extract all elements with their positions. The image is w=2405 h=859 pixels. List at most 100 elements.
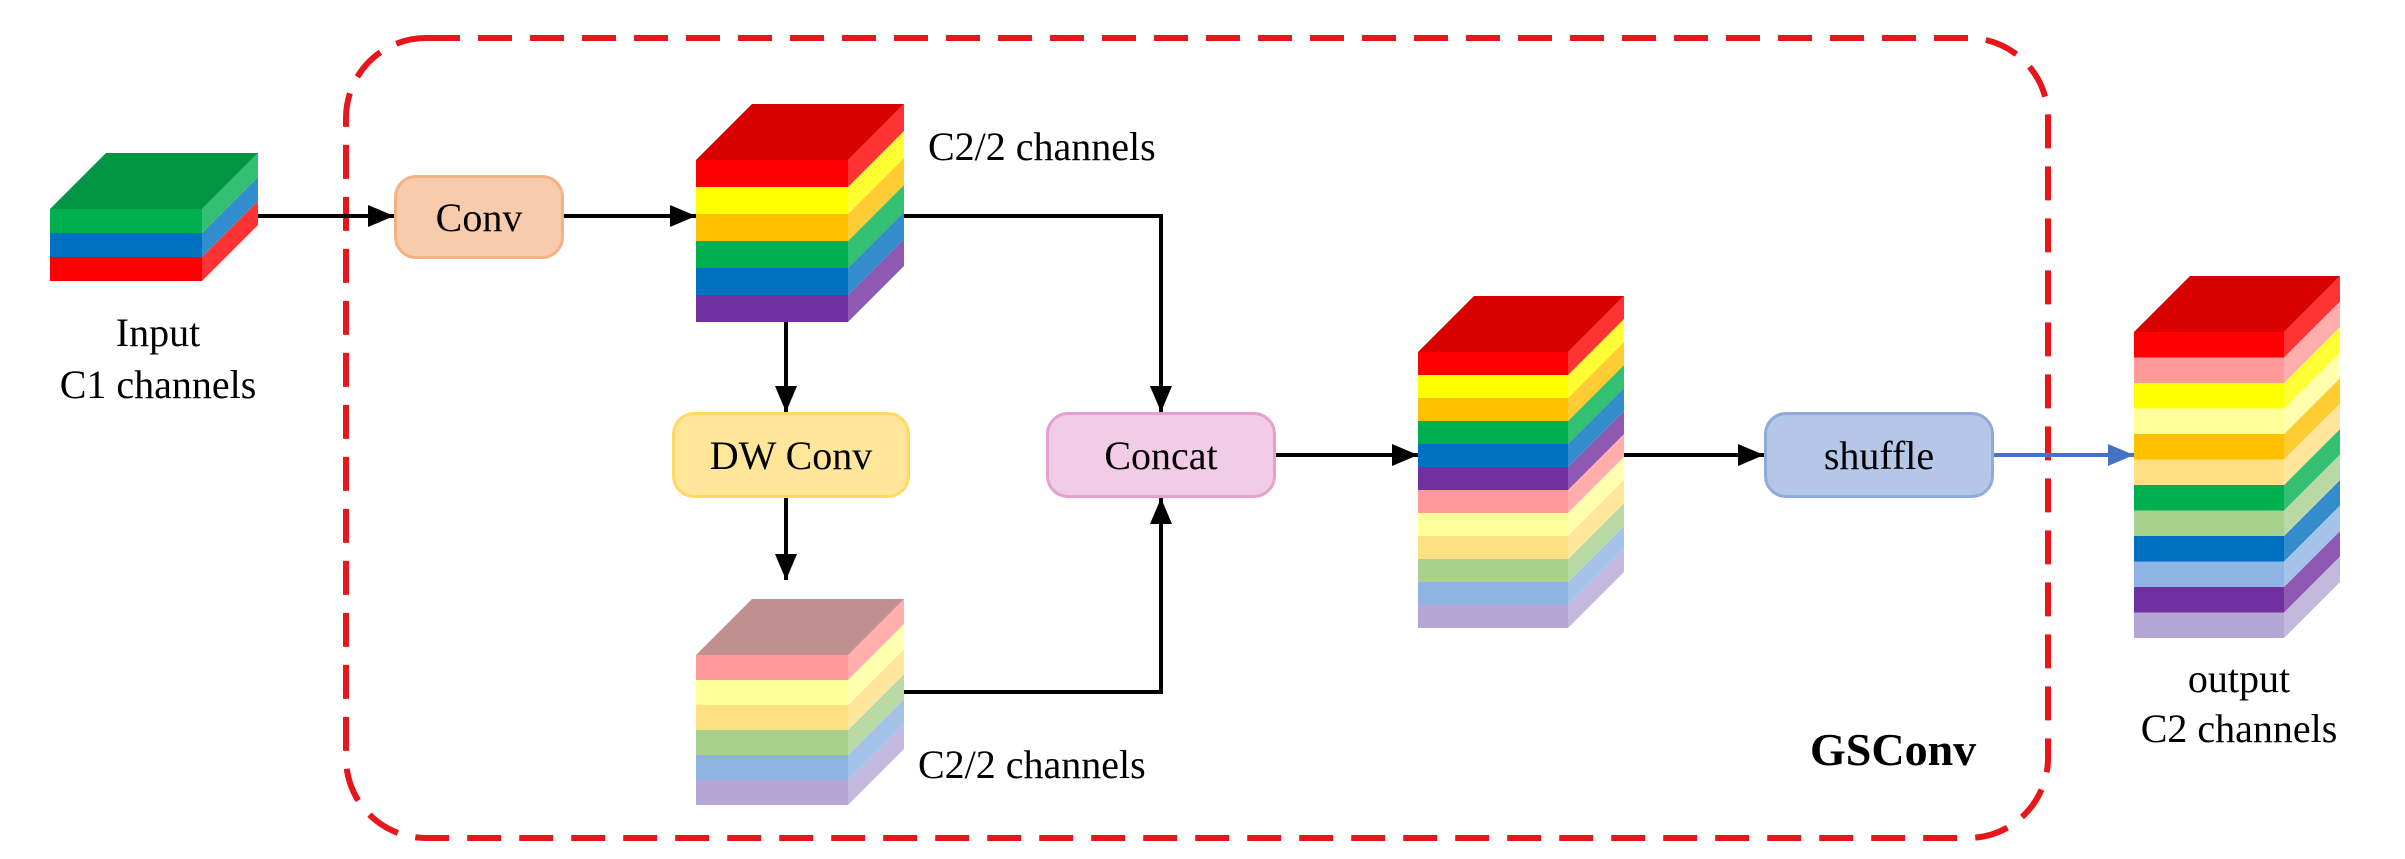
output-title: output	[2187, 656, 2291, 701]
dw-output-tensor-side-2	[848, 674, 904, 755]
output-tensor-layer-0	[2134, 612, 2284, 638]
concat-output-tensor-layer-11	[1418, 352, 1568, 375]
concat-output-tensor-layer-5	[1418, 490, 1568, 513]
concat-output-tensor-side-6	[1568, 411, 1624, 490]
dw-output-tensor-layer-4	[696, 680, 848, 705]
input-subtitle: C1 channels	[59, 362, 257, 407]
output-tensor-layer-7	[2134, 434, 2284, 460]
gsconv-module-frame	[343, 35, 2051, 841]
output-tensor-side-9	[2284, 327, 2340, 409]
output-tensor-side-3	[2284, 480, 2340, 562]
conv-output-tensor-layer-1	[696, 268, 848, 295]
arrow-conv-to-tensor-head	[670, 205, 696, 227]
output-tensor-side-6	[2284, 403, 2340, 485]
concat-output-tensor-top-face	[1418, 296, 1624, 352]
output-tensor-layer-2	[2134, 561, 2284, 587]
dw-output-tensor-layer-2	[696, 730, 848, 755]
output-tensor-layer-4	[2134, 510, 2284, 536]
conv-output-tensor-side-4	[848, 131, 904, 214]
dw-output-tensor-top-face	[696, 599, 904, 655]
dw-output-tensor-layer-0	[696, 780, 848, 805]
concat-output-tensor-side-3	[1568, 480, 1624, 559]
output-tensor-top-face	[2134, 276, 2340, 332]
concat-block: Concat	[1046, 412, 1276, 498]
flow-arrows	[258, 205, 2134, 694]
dw-output-tensor-side-0	[848, 724, 904, 805]
conv-output-tensor-side-5	[848, 104, 904, 187]
arrow-tensor-to-shuffle	[1624, 444, 1764, 466]
dw-output-tensor-side-5	[848, 599, 904, 680]
conv-output-tensor-side-1	[848, 212, 904, 295]
dw-conv-label: DW Conv	[709, 432, 873, 478]
output-tensor-layer-8	[2134, 408, 2284, 434]
output-tensor-layer-11	[2134, 332, 2284, 358]
output-tensor-side-8	[2284, 352, 2340, 434]
conv-output-tensor-layer-3	[696, 214, 848, 241]
concat-output-tensor-layer-1	[1418, 582, 1568, 605]
concat-output-tensor-side-0	[1568, 549, 1624, 628]
arrow-dwconv-to-dwtensor-head	[775, 554, 797, 580]
arrow-concat-to-tensor-head	[1392, 444, 1418, 466]
output-tensor-layer-6	[2134, 459, 2284, 485]
input-tensor-layer-1	[50, 233, 202, 257]
dw-output-tensor	[696, 599, 904, 805]
concat-label: Concat	[1104, 432, 1218, 478]
dw-output-tensor-layer-3	[696, 705, 848, 730]
concat-output-tensor-side-7	[1568, 388, 1624, 467]
dw-output-tensor-layer-5	[696, 655, 848, 680]
input-tensor-side-2	[202, 153, 258, 233]
arrow-conv-to-tensor	[564, 205, 696, 227]
concat-output-tensor-layer-0	[1418, 605, 1568, 628]
concat-output-tensor-side-4	[1568, 457, 1624, 536]
conv-output-tensor-layer-0	[696, 295, 848, 322]
arrow-tensor-to-concat	[904, 214, 1172, 412]
output-tensor-side-11	[2284, 276, 2340, 358]
input-tensor-layer-2	[50, 209, 202, 233]
dw-output-channels-label: C2/2 channels	[918, 742, 1146, 787]
output-tensor-layer-5	[2134, 485, 2284, 511]
conv-output-tensor-layer-2	[696, 241, 848, 268]
concat-output-tensor	[1418, 296, 1624, 628]
output-tensor-side-7	[2284, 378, 2340, 460]
arrow-dwconv-to-dwtensor	[775, 498, 797, 580]
conv-output-channels-label: C2/2 channels	[928, 124, 1156, 169]
arrow-tensor-to-shuffle-head	[1738, 444, 1764, 466]
concat-output-tensor-side-8	[1568, 365, 1624, 444]
tensor-blocks	[50, 104, 2340, 805]
output-tensor-side-5	[2284, 429, 2340, 511]
concat-output-tensor-side-10	[1568, 319, 1624, 398]
conv-output-tensor-side-2	[848, 185, 904, 268]
concat-output-tensor-side-9	[1568, 342, 1624, 421]
input-tensor-side-0	[202, 201, 258, 281]
output-tensor-side-2	[2284, 505, 2340, 587]
gsconv-module-label: GSConv	[1810, 724, 1977, 775]
input-tensor-layer-0	[50, 257, 202, 281]
conv-output-tensor-layer-4	[696, 187, 848, 214]
dw-output-tensor-side-4	[848, 624, 904, 705]
concat-output-tensor-side-11	[1568, 296, 1624, 375]
output-tensor-layer-1	[2134, 587, 2284, 613]
concat-output-tensor-layer-7	[1418, 444, 1568, 467]
output-tensor	[2134, 276, 2340, 638]
shuffle-label: shuffle	[1823, 432, 1935, 478]
arrow-shuffle-to-output-head	[2108, 444, 2134, 466]
input-title: Input	[115, 310, 201, 355]
output-tensor-side-4	[2284, 454, 2340, 536]
conv-output-tensor-side-3	[848, 158, 904, 241]
dw-output-tensor-layer-1	[696, 755, 848, 780]
arrow-dwtensor-to-concat	[904, 498, 1172, 694]
concat-output-tensor-layer-8	[1418, 421, 1568, 444]
dw-output-tensor-side-3	[848, 649, 904, 730]
conv-label: Conv	[435, 194, 523, 240]
concat-output-tensor-layer-6	[1418, 467, 1568, 490]
arrow-dwtensor-to-concat-head	[1150, 498, 1172, 524]
arrow-concat-to-tensor	[1276, 444, 1418, 466]
conv-output-tensor	[696, 104, 904, 322]
concat-output-tensor-layer-4	[1418, 513, 1568, 536]
conv-output-tensor-side-0	[848, 239, 904, 322]
output-tensor-layer-10	[2134, 357, 2284, 383]
dw-conv-block: DW Conv	[672, 412, 910, 498]
concat-output-tensor-layer-2	[1418, 559, 1568, 582]
concat-output-tensor-side-2	[1568, 503, 1624, 582]
